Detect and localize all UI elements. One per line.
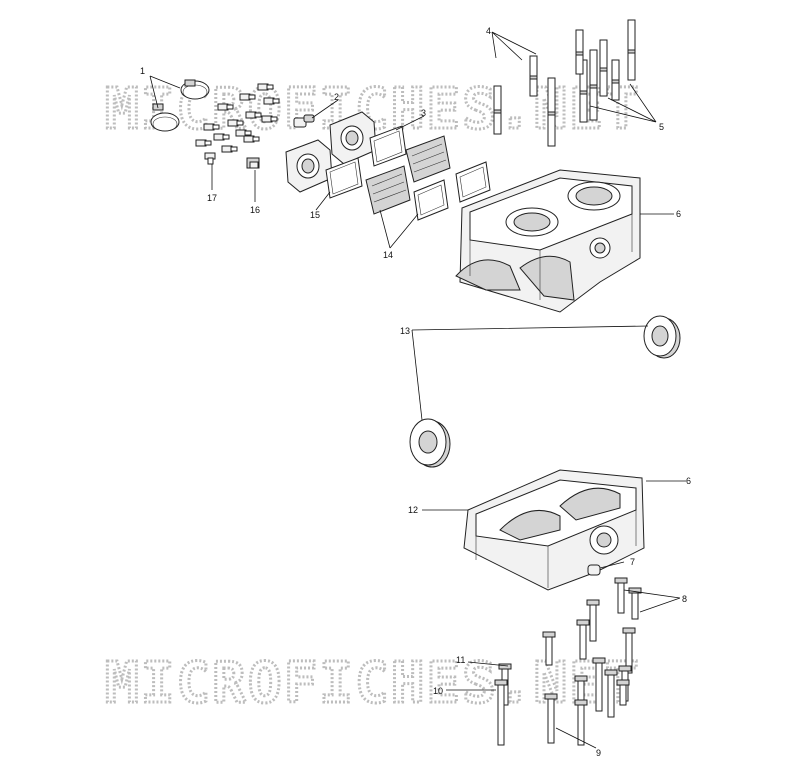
plug-part-7 [587,564,601,576]
callout-9: 9 [596,748,601,758]
small-bolts-cluster [195,83,280,153]
reed-gasket-parts [325,125,491,221]
intake-manifold-parts [285,111,377,193]
lower-crankcase [463,469,645,591]
watermark-bottom: MICROFICHES.NET [105,651,641,716]
callout-15: 15 [310,210,320,220]
callout-14: 14 [383,250,393,260]
callout-5: 5 [659,122,664,132]
callout-8: 8 [682,594,687,604]
callout-6-lower: 6 [686,476,691,486]
callout-16: 16 [250,205,260,215]
callout-17: 17 [207,193,217,203]
clip-part-16 [246,157,260,169]
dowel-pins [493,19,636,147]
bolt-part-17 [204,152,216,165]
callout-6-upper: 6 [676,209,681,219]
callout-10: 10 [433,686,443,696]
callout-2: 2 [334,92,339,102]
callout-1: 1 [140,66,145,76]
callout-7: 7 [630,557,635,567]
crank-seals [409,315,681,468]
crankcase-bolts [494,577,642,746]
upper-crankcase [455,169,641,313]
callout-4: 4 [486,26,491,36]
callout-12: 12 [408,505,418,515]
leader-lines [149,31,686,749]
callout-11: 11 [456,655,465,665]
callout-13: 13 [400,326,410,336]
fitting-part-2 [293,114,315,128]
callout-3: 3 [421,108,426,118]
